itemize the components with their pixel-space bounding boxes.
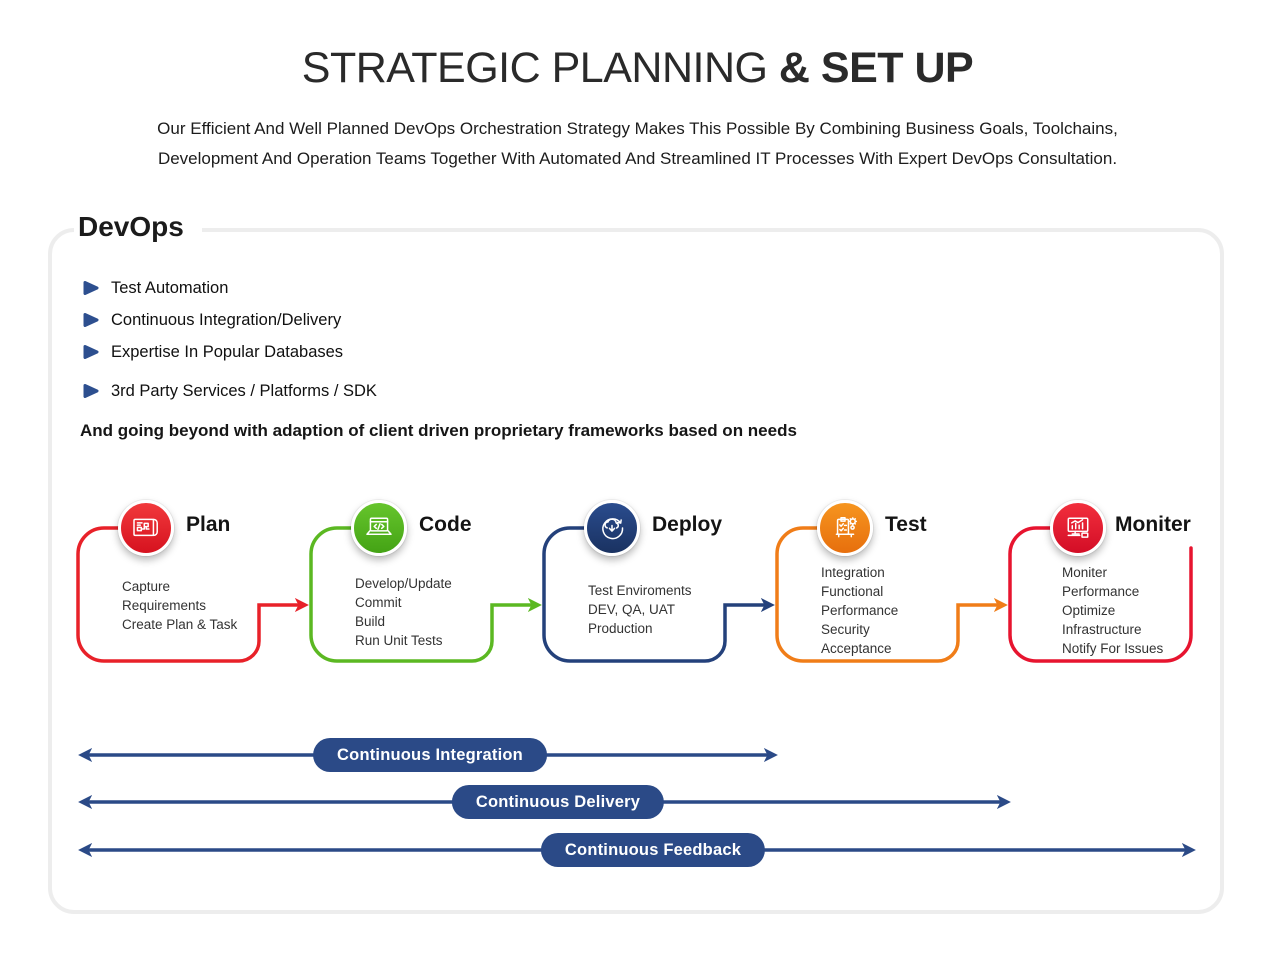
stage-circle-test [817,500,873,556]
stage-items-test: Integration Functional Performance Secur… [821,563,898,658]
stage-item: Performance [821,603,899,618]
adaptation-note: And going beyond with adaption of client… [80,421,797,440]
feature-item: Test Automation [82,272,377,304]
stage-item: Run Unit Tests [355,633,443,648]
stage-item: Requirements [122,598,207,613]
stage-items-code: Develop/Update Commit Build Run Unit Tes… [355,574,452,650]
play-bullet-icon [83,345,99,359]
monitor-icon [1062,512,1094,544]
subtitle-line-1: Our Efficient And Well Planned DevOps Or… [157,119,1118,138]
feature-label: Continuous Integration/Delivery [111,310,342,329]
stage-item: Acceptance [821,641,892,656]
stage-item: Integration [821,565,885,580]
page-title-regular: STRATEGIC PLANNING [301,44,779,92]
page-title-bold: & SET UP [778,44,974,92]
stage-circle-code [351,500,407,556]
stage-title-test: Test [885,513,927,536]
stage-item: Notify For Issues [1062,641,1164,656]
stage-item: Build [355,614,386,629]
page-title: STRATEGIC PLANNING & SET UP [0,44,1275,93]
devops-panel-label: DevOps [74,208,202,246]
stage-item: Infrastructure [1062,622,1142,637]
stage-item: Test Enviroments [588,583,692,598]
play-bullet-icon [83,384,99,398]
page-subtitle: Our Efficient And Well Planned DevOps Or… [0,114,1275,174]
stage-circle-monitor [1050,500,1106,556]
stage-item: Security [821,622,870,637]
stage-title-monitor: Moniter [1115,513,1191,536]
stage-item: Production [588,621,653,636]
continuous-feedback-pill: Continuous Feedback [540,833,766,867]
feature-item: 3rd Party Services / Platforms / SDK [82,375,377,407]
devops-panel [48,228,1224,914]
stage-item: Develop/Update [355,576,452,591]
code-icon [363,512,395,544]
stage-title-plan: Plan [186,513,231,536]
stage-title-code: Code [419,513,472,536]
feature-label: Test Automation [111,278,229,297]
play-bullet-icon [83,281,99,295]
feature-item: Expertise In Popular Databases [82,336,377,368]
feature-item: Continuous Integration/Delivery [82,304,377,336]
plan-icon [130,512,162,544]
continuous-integration-pill: Continuous Integration [313,738,547,772]
stage-item: Commit [355,595,402,610]
subtitle-line-2: Development And Operation Teams Together… [157,149,1118,168]
feature-label: Expertise In Popular Databases [111,342,344,361]
stage-items-monitor: Moniter Performance Optimize Infrastruct… [1062,563,1163,658]
test-icon [829,512,861,544]
deploy-icon [596,512,628,544]
stage-item: Performance [1062,584,1140,599]
stage-circle-deploy [584,500,640,556]
stage-items-plan: Capture Requirements Create Plan & Task [122,577,237,634]
stage-item: Functional [821,584,884,599]
stage-circle-plan [118,500,174,556]
stage-item: Moniter [1062,565,1108,580]
feature-list: Test Automation Continuous Integration/D… [82,272,377,407]
stage-item: Capture [122,579,171,594]
stage-item: Optimize [1062,603,1116,618]
continuous-delivery-pill: Continuous Delivery [451,785,665,819]
play-bullet-icon [83,313,99,327]
stage-item: DEV, QA, UAT [588,602,676,617]
stage-items-deploy: Test Enviroments DEV, QA, UAT Production [588,581,692,638]
stage-title-deploy: Deploy [652,513,723,536]
feature-label: 3rd Party Services / Platforms / SDK [111,381,377,400]
stage-item: Create Plan & Task [122,617,238,632]
